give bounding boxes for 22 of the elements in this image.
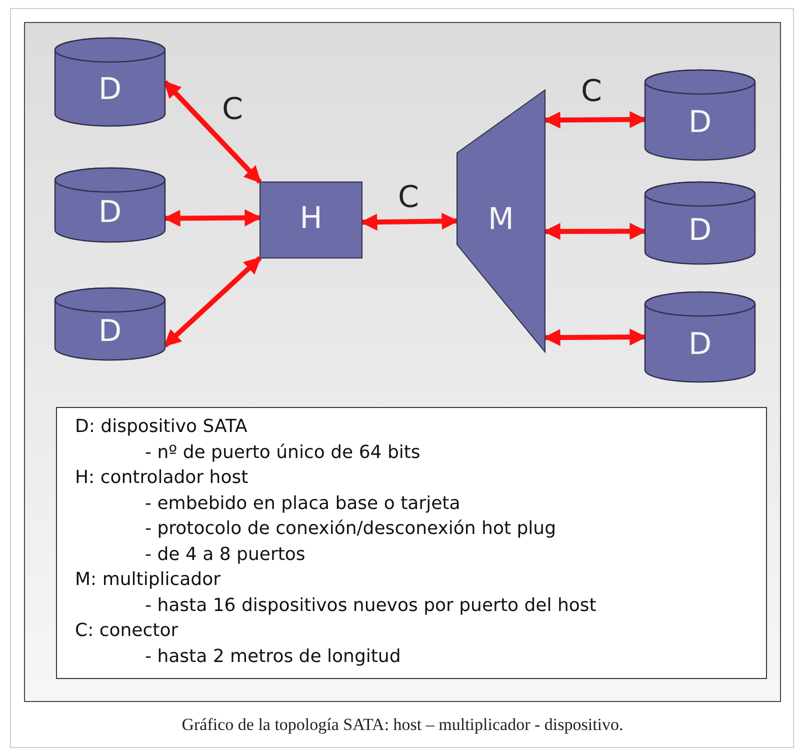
- node-letter: D: [688, 105, 712, 140]
- connector-letter: C: [398, 180, 419, 215]
- node-letter: D: [98, 72, 122, 107]
- definition-text: M: multiplicador: [75, 568, 221, 592]
- detail-text: - nº de puerto único de 64 bits: [145, 440, 420, 464]
- node-letter: D: [688, 327, 712, 362]
- node-letter: M: [488, 202, 514, 237]
- detail-text: - hasta 2 metros de longitud: [145, 644, 401, 668]
- connector-letter: C: [222, 92, 243, 127]
- detail-text: - embebido en placa base o tarjeta: [145, 492, 460, 516]
- node-letter: D: [688, 213, 712, 248]
- definition-text: D: dispositivo SATA: [75, 415, 248, 439]
- definition-text: H: controlador host: [75, 466, 248, 490]
- detail-text: - hasta 16 dispositivos nuevos por puerto del host: [145, 594, 596, 618]
- caption: Gráfico de la topología SATA: host – multiplicador - dispositivo.: [180, 715, 624, 735]
- detail-text: - protocolo de conexión/desconexión hot plug: [145, 517, 556, 541]
- connector-letter: C: [581, 74, 602, 109]
- node-letter: D: [98, 195, 122, 230]
- definition-text: C: conector: [75, 619, 178, 643]
- detail-text: - de 4 a 8 puertos: [145, 542, 306, 566]
- node-letter: H: [300, 201, 322, 236]
- node-letter: D: [98, 314, 122, 349]
